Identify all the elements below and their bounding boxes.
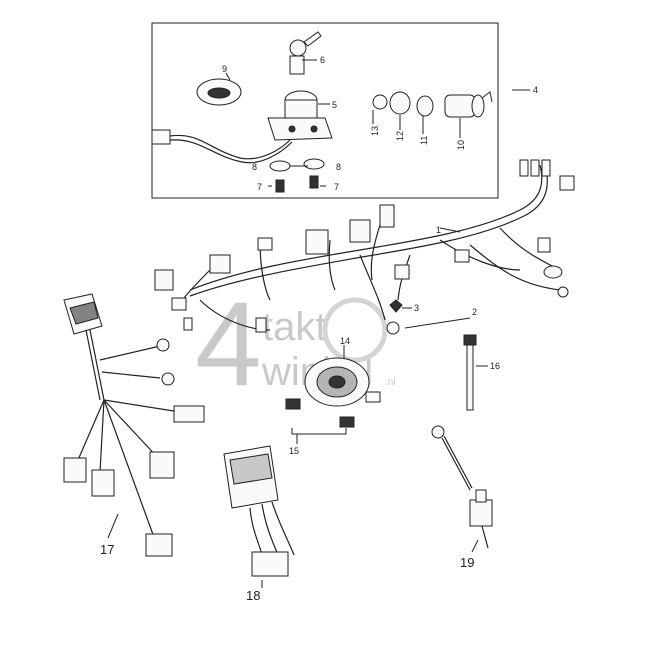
plug-cap <box>543 265 563 279</box>
washer-left <box>269 160 291 172</box>
ignition-switch <box>267 90 333 141</box>
callout-10: 10 <box>456 140 466 150</box>
callout-1: 1 <box>436 225 441 235</box>
connector-e <box>154 269 174 291</box>
sub-connector-17b <box>63 457 87 483</box>
callout-19: 19 <box>460 555 474 570</box>
ring-terminal-2 <box>386 321 400 335</box>
callout-9: 9 <box>222 64 227 74</box>
main-harness: 1 2 3 <box>154 159 575 335</box>
bolt-left <box>275 179 285 193</box>
fuse-holder-19: 19 <box>431 425 493 570</box>
callout-7-right: 7 <box>334 182 339 192</box>
callout-11: 11 <box>419 136 429 145</box>
connector-j <box>519 159 529 177</box>
washer-11 <box>416 95 434 117</box>
watermark-suffix: .nl <box>385 377 396 388</box>
connector-n <box>171 297 187 311</box>
callout-4: 4 <box>533 85 538 95</box>
ignition-inset: 9 6 5 8 8 7 7 13 12 11 10 4 <box>151 22 538 199</box>
clip-3 <box>389 299 403 313</box>
connector-o <box>183 317 193 331</box>
callout-5: 5 <box>332 100 337 110</box>
ring-terminal-17a <box>156 338 170 352</box>
connector-g <box>454 249 470 263</box>
sub-connector-17e <box>145 533 173 557</box>
watermark-circle <box>322 297 388 363</box>
callout-17: 17 <box>100 542 114 557</box>
connector-i <box>559 175 575 191</box>
callout-6: 6 <box>320 55 325 65</box>
ring-terminal-17b <box>161 372 175 386</box>
connector-b <box>349 219 371 243</box>
callout-13: 13 <box>370 126 380 136</box>
sub-harness-17: 17 <box>63 293 205 557</box>
watermark-word-takt: takt <box>262 305 326 349</box>
bolt-right <box>309 175 319 189</box>
connector-f <box>257 237 273 251</box>
callout-16: 16 <box>490 361 500 371</box>
module-18: 18 <box>223 445 295 603</box>
callout-14: 14 <box>340 336 350 346</box>
nut-13 <box>372 94 388 110</box>
sub-connector-17a <box>173 405 205 423</box>
callout-8-left: 8 <box>252 162 257 172</box>
horn-bolt-b <box>339 416 355 428</box>
watermark-numeral: 4 <box>195 277 262 411</box>
callout-7-left: 7 <box>257 182 262 192</box>
horn-14: 14 15 <box>285 336 381 456</box>
ring-terminal <box>557 286 569 298</box>
washer-right <box>303 158 325 170</box>
connector-a <box>305 229 329 255</box>
callout-12: 12 <box>395 131 405 141</box>
lock-cylinder-10 <box>444 91 493 118</box>
connector-p <box>255 317 267 333</box>
ignition-key <box>289 31 322 75</box>
connector-c <box>379 204 395 228</box>
inset-frame <box>151 22 499 199</box>
ignition-connector <box>151 129 293 164</box>
connector-l <box>541 159 551 177</box>
callout-15: 15 <box>289 446 299 456</box>
connector-k <box>530 159 540 177</box>
ring-12 <box>389 91 411 115</box>
callout-18: 18 <box>246 588 260 603</box>
switch-cover <box>196 78 242 106</box>
connector-m <box>394 264 410 280</box>
callout-8-right: 8 <box>336 162 341 172</box>
sub-connector-17d <box>149 451 175 479</box>
sub-connector-17c <box>91 469 115 497</box>
part-16: 16 <box>463 334 500 411</box>
horn-bolt-a <box>285 398 301 410</box>
fuse-body <box>469 499 493 527</box>
module-18-connector <box>251 551 289 577</box>
callout-3: 3 <box>414 303 419 313</box>
connector-h <box>537 237 551 253</box>
connector-d <box>209 254 231 274</box>
callout-2: 2 <box>472 307 477 317</box>
